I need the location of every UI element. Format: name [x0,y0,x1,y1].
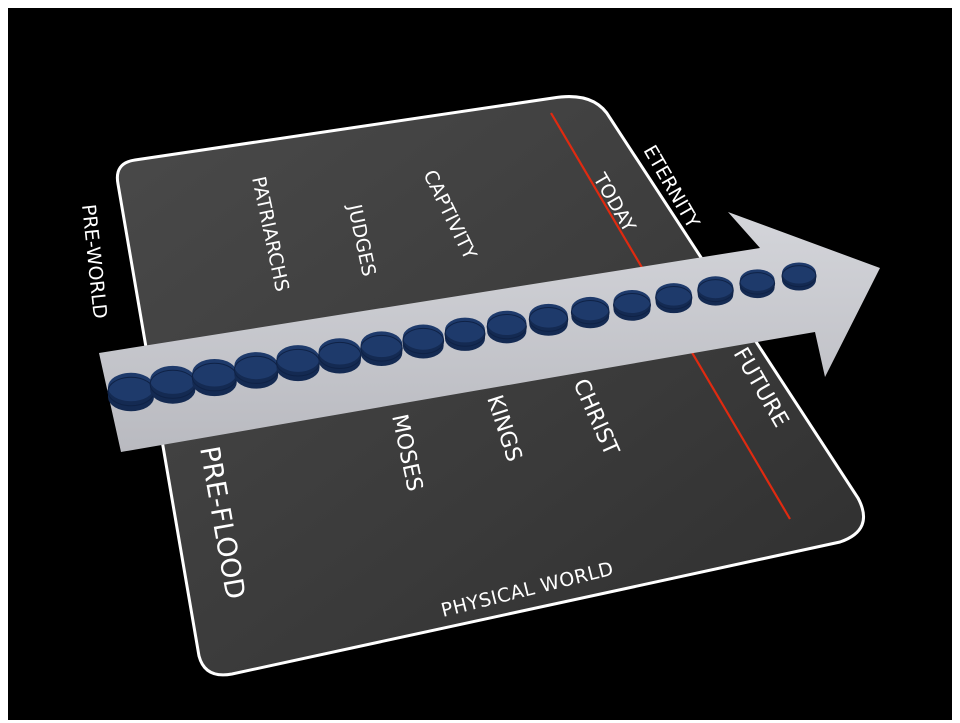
timeline-marker [360,331,403,366]
timeline-marker [486,310,527,344]
timeline-marker [107,372,155,412]
timeline-marker [444,317,486,351]
timeline-marker [276,345,320,382]
timeline-marker [528,303,569,336]
timeline-marker [739,269,776,299]
timeline-marker [149,365,196,404]
timeline-marker [191,358,238,397]
timeline-markers [107,262,817,412]
timeline-marker [781,262,817,291]
timeline-marker [697,276,734,306]
timeline-marker [613,290,651,321]
timeline-marker [233,352,279,389]
timeline-marker [570,296,610,329]
timeline-marker [318,338,362,374]
timeline-marker [402,324,445,359]
timeline-marker [655,283,693,314]
